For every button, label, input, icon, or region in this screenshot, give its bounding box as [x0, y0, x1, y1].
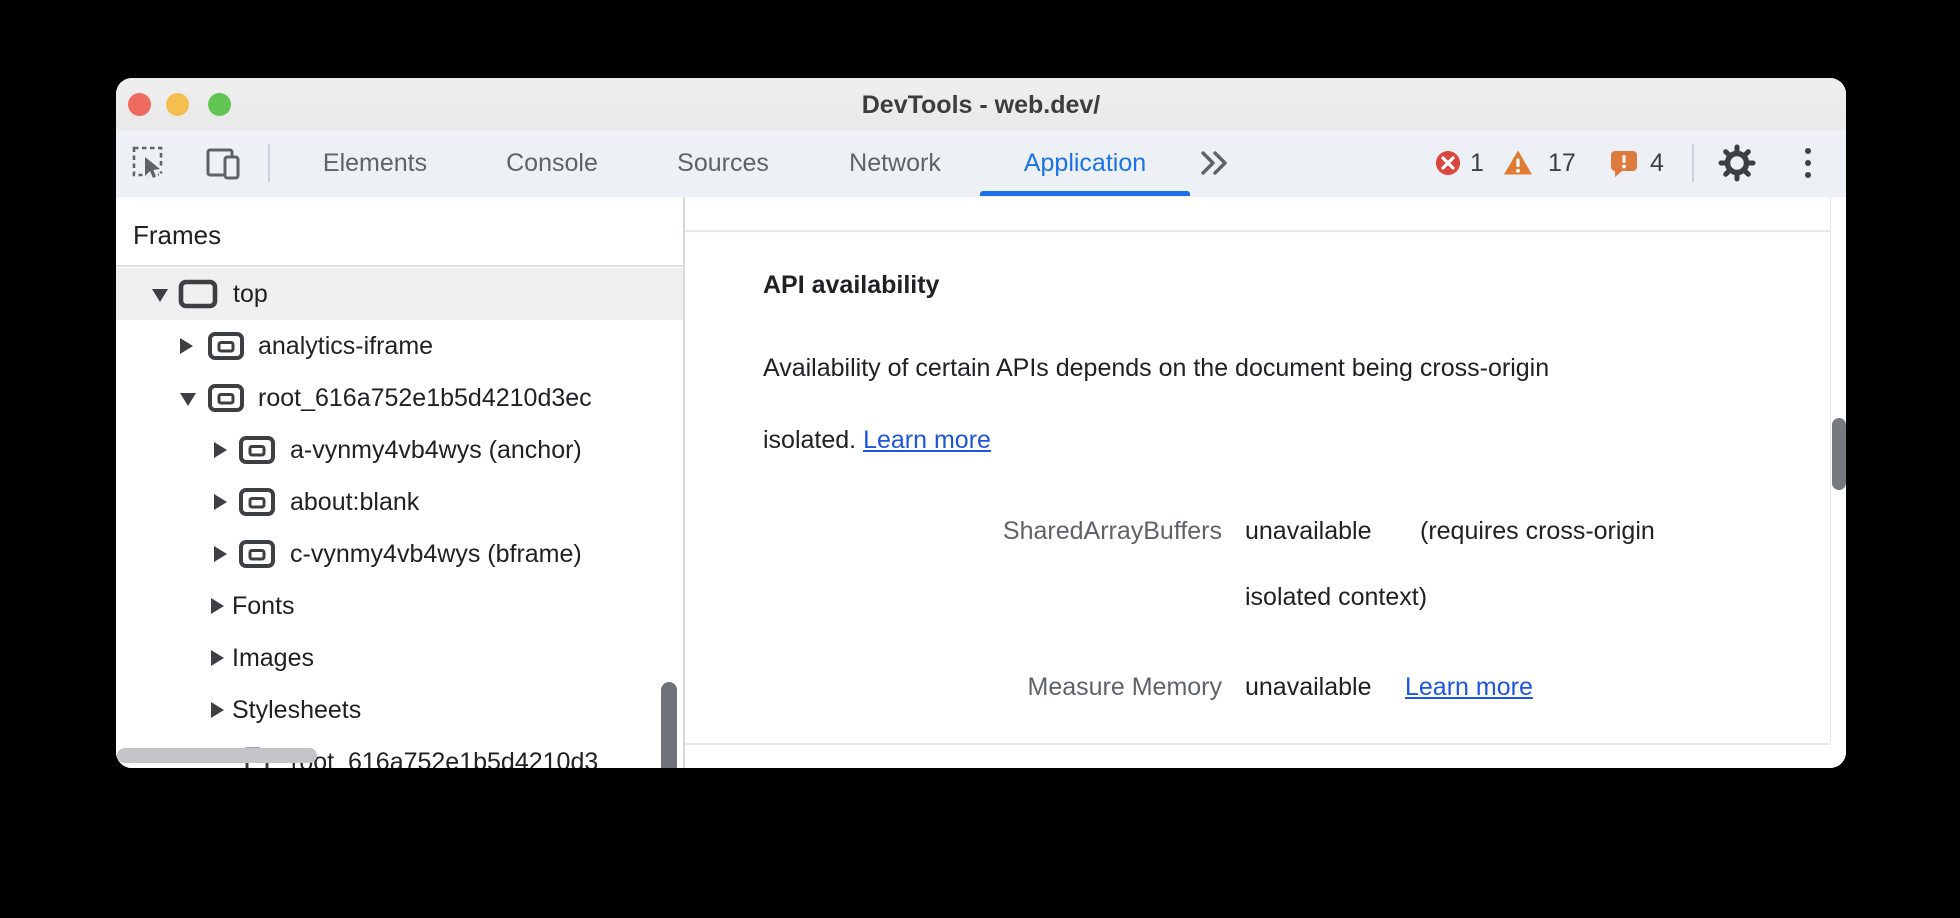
- disclosure-collapsed-icon[interactable]: [214, 494, 227, 510]
- scrollbar-gutter: [1830, 197, 1846, 743]
- iframe-icon: [238, 434, 276, 471]
- more-tabs-chevron-icon[interactable]: [1196, 149, 1232, 177]
- close-window-icon[interactable]: [128, 93, 151, 116]
- intro-text-line1: Availability of certain APIs depends on …: [763, 354, 1550, 382]
- settings-gear-icon[interactable]: [1715, 141, 1759, 185]
- api-availability-pane: API availability Availability of certain…: [685, 197, 1846, 768]
- frames-sidebar: Frames top analytics-iframe root_616a752e1…: [116, 197, 685, 768]
- sidebar-section-title: Frames: [133, 220, 222, 250]
- device-toolbar-icon[interactable]: [204, 144, 244, 182]
- sidebar-horizontal-scrollbar[interactable]: [117, 748, 317, 763]
- tree-item-a-vynmy4vb4wys-anchor-[interactable]: a-vynmy4vb4wys (anchor): [116, 424, 683, 476]
- disclosure-expanded-icon[interactable]: [152, 289, 168, 302]
- disclosure-collapsed-icon[interactable]: [214, 546, 227, 562]
- toolbar-separator: [1692, 144, 1694, 182]
- api-row-label: Measure Memory: [1027, 673, 1223, 701]
- iframe-icon: [238, 486, 276, 523]
- tree-item-c-vynmy4vb4wys-bframe-[interactable]: c-vynmy4vb4wys (bframe): [116, 528, 683, 580]
- disclosure-collapsed-icon[interactable]: [211, 702, 224, 718]
- intro-text-prefix: isolated.: [763, 426, 857, 454]
- tree-item-label: root_616a752e1b5d4210d3: [291, 748, 599, 768]
- tab-sources[interactable]: Sources: [677, 149, 769, 177]
- error-badge-icon[interactable]: [1435, 150, 1462, 177]
- tree-item-analytics-iframe[interactable]: analytics-iframe: [116, 320, 683, 372]
- tree-item-label: about:blank: [290, 488, 420, 516]
- window-title: DevTools - web.dev/: [861, 91, 1101, 119]
- sidebar-vertical-scrollbar[interactable]: [661, 682, 677, 768]
- disclosure-collapsed-icon[interactable]: [214, 442, 227, 458]
- toolbar-separator: [268, 144, 270, 182]
- tab-elements[interactable]: Elements: [322, 149, 428, 177]
- tab-application[interactable]: Application: [1023, 149, 1147, 177]
- more-options-icon[interactable]: [1803, 146, 1813, 180]
- panel-content: Frames top analytics-iframe root_616a752e1…: [116, 197, 1846, 768]
- tree-item-label: Fonts: [232, 592, 295, 620]
- inspect-icon[interactable]: [130, 144, 168, 182]
- tree-item-label: analytics-iframe: [258, 332, 434, 360]
- learn-more-link[interactable]: Learn more: [863, 426, 991, 454]
- learn-more-link: Learn more: [1405, 673, 1533, 701]
- minimize-window-icon[interactable]: [166, 93, 189, 116]
- warning-badge-icon[interactable]: [1502, 149, 1534, 178]
- disclosure-collapsed-icon[interactable]: [180, 338, 193, 354]
- tree-item-label: Stylesheets: [232, 696, 362, 724]
- api-row-label: SharedArrayBuffers: [1002, 517, 1222, 545]
- main-vertical-scrollbar[interactable]: [1832, 418, 1846, 490]
- disclosure-expanded-icon[interactable]: [180, 393, 196, 406]
- title-bar[interactable]: DevTools - web.dev/: [116, 78, 1846, 132]
- iframe-icon: [207, 330, 245, 367]
- section-heading: API availability: [763, 271, 940, 299]
- api-row-value: unavailable: [1245, 517, 1372, 545]
- tree-item-images[interactable]: Images: [116, 632, 683, 684]
- intro-text-line2: isolated. Learn more: [763, 427, 991, 453]
- tree-item-stylesheets[interactable]: Stylesheets: [116, 684, 683, 736]
- disclosure-collapsed-icon[interactable]: [211, 650, 224, 666]
- tree-item-top[interactable]: top: [116, 268, 683, 320]
- tree-item-about-blank[interactable]: about:blank: [116, 476, 683, 528]
- tree-item-label: top: [233, 280, 268, 308]
- tree-item-label: Images: [232, 644, 314, 672]
- tree-item-label: a-vynmy4vb4wys (anchor): [290, 436, 582, 464]
- error-count[interactable]: 1: [1470, 149, 1484, 177]
- devtools-toolbar: Elements Console Sources Network Application…: [116, 130, 1846, 198]
- iframe-icon: [238, 538, 276, 575]
- disclosure-collapsed-icon[interactable]: [211, 598, 224, 614]
- active-tab-underline: [980, 191, 1190, 196]
- section-divider: [685, 230, 1830, 232]
- tree-item-root-616a752e1b5d4210d3ec[interactable]: root_616a752e1b5d4210d3ec: [116, 372, 683, 424]
- section-divider: [685, 743, 1830, 745]
- api-row-note: isolated context): [1245, 583, 1428, 611]
- issues-count[interactable]: 4: [1650, 149, 1664, 177]
- tree-item-label: root_616a752e1b5d4210d3ec: [258, 384, 592, 412]
- frame-icon: [178, 278, 218, 315]
- zoom-window-icon[interactable]: [208, 93, 231, 116]
- tab-console[interactable]: Console: [506, 149, 598, 177]
- iframe-icon: [207, 382, 245, 419]
- api-row-value: unavailable: [1245, 673, 1372, 701]
- devtools-window: DevTools - web.dev/ Elements Console Sourc…: [116, 78, 1846, 768]
- divider: [116, 265, 683, 267]
- warning-count[interactable]: 17: [1548, 149, 1576, 177]
- issues-badge-icon[interactable]: [1610, 149, 1638, 177]
- tree-item-fonts[interactable]: Fonts: [116, 580, 683, 632]
- api-row-note: (requires cross-origin: [1420, 517, 1655, 545]
- tree-item-label: c-vynmy4vb4wys (bframe): [290, 540, 582, 568]
- tab-network[interactable]: Network: [849, 149, 941, 177]
